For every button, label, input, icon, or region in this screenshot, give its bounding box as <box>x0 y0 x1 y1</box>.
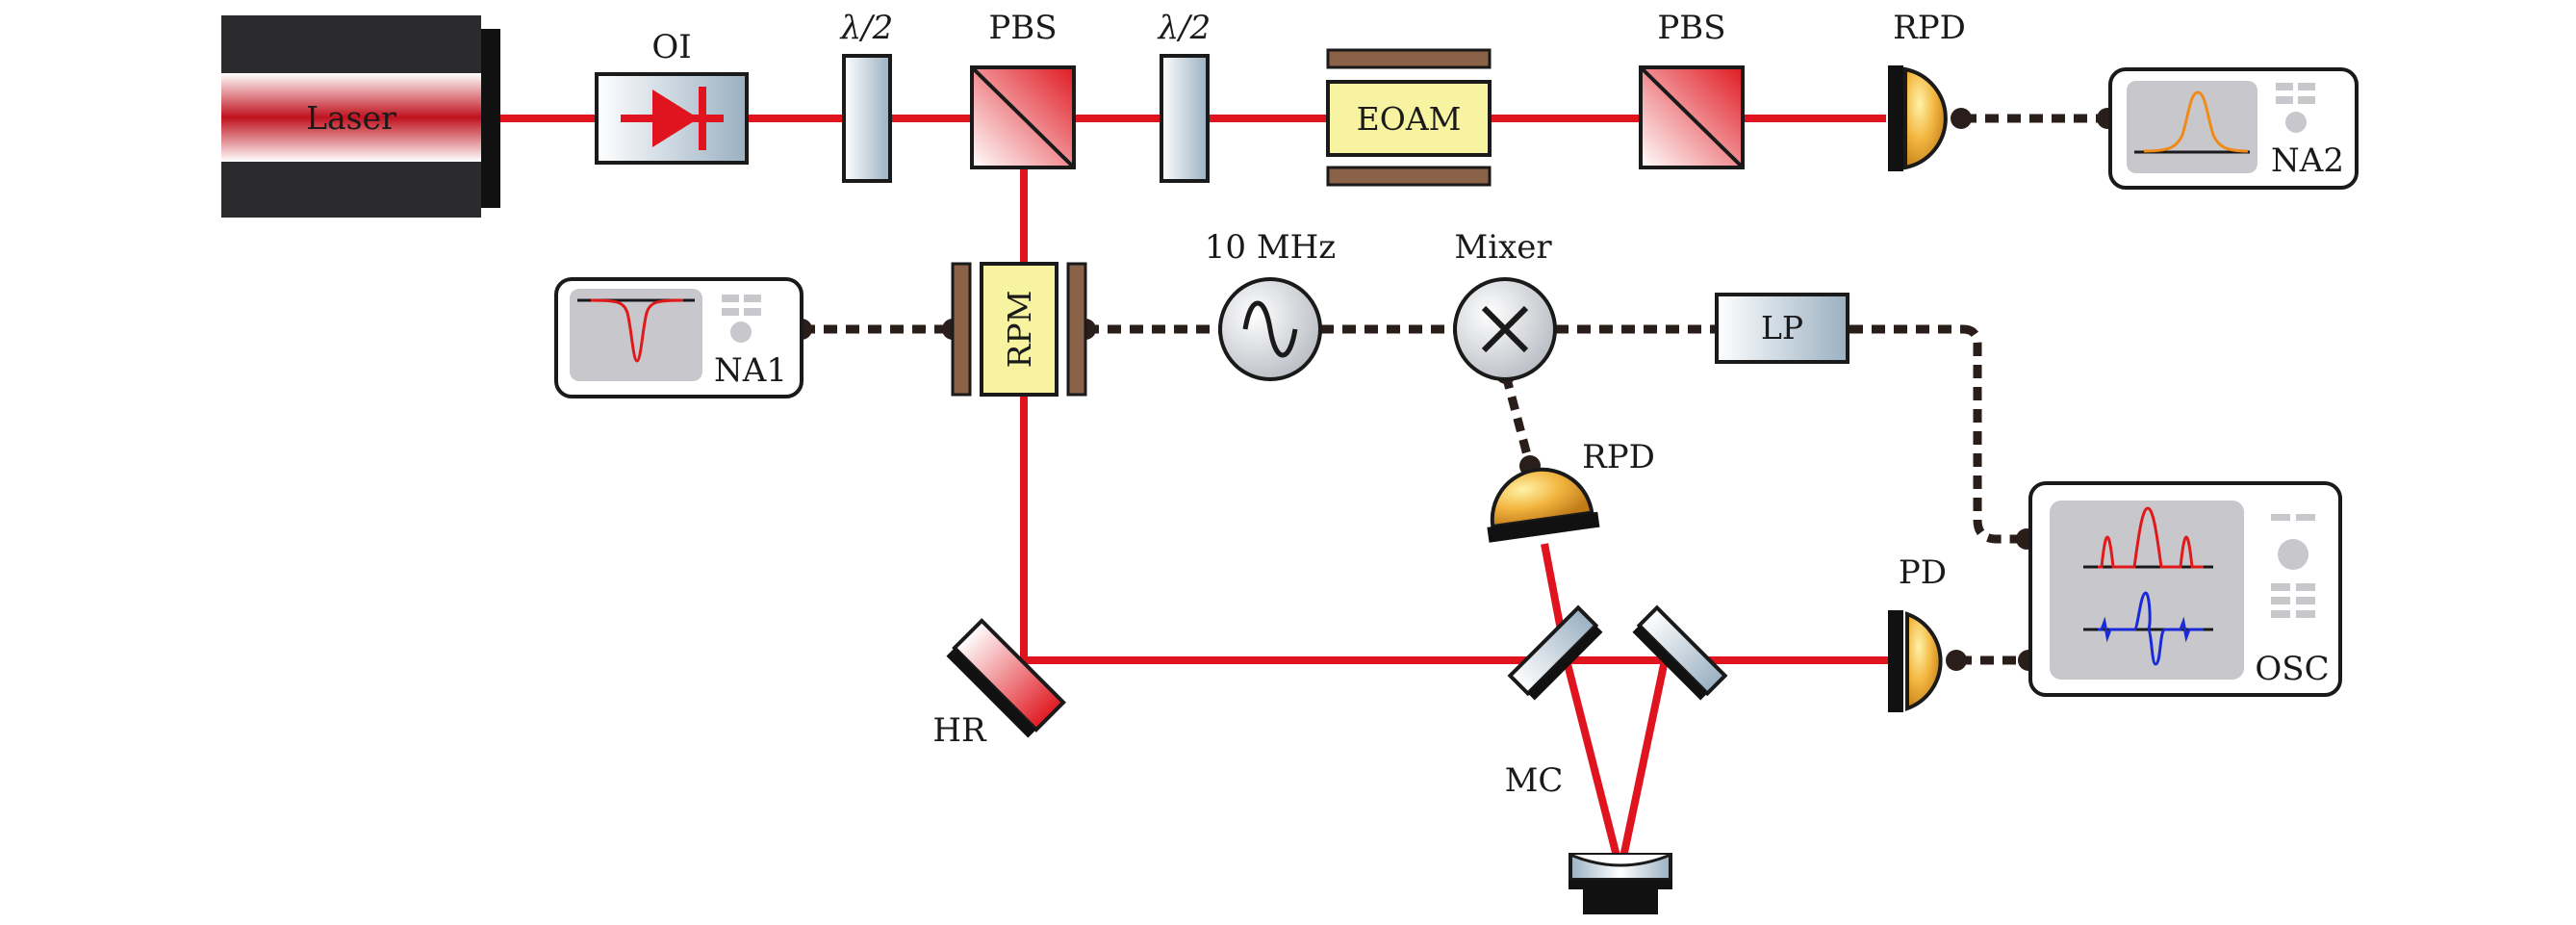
network-analyzer-2: NA2 <box>2108 67 2359 190</box>
na1-label: NA1 <box>714 351 787 390</box>
rf-mixer: Mixer <box>1453 228 1557 381</box>
mc-curved-mirror <box>1569 853 1672 914</box>
pd-label: PD <box>1899 553 1947 592</box>
pbs-2-label: PBS <box>1657 9 1725 47</box>
osc-transmission-trace <box>2098 506 2204 569</box>
high-reflector-mirror <box>946 618 1066 738</box>
resonant-phase-modulator: RPM <box>951 262 1087 397</box>
laser-source: Laser <box>221 15 500 218</box>
half-wave-plate-2: λ/2 <box>1157 9 1211 183</box>
mc-input-mirror <box>1507 604 1603 701</box>
oi-label: OI <box>651 28 691 66</box>
electro-optic-amplitude-modulator: EOAM <box>1326 48 1492 187</box>
resonant-photodetector-mid <box>1487 467 1600 543</box>
half-wave-plate-1: λ/2 <box>839 9 894 183</box>
low-pass-filter: LP <box>1715 293 1849 364</box>
laser-beam <box>491 115 1898 872</box>
oscilloscope: OSC <box>2028 481 2342 697</box>
na1-trace <box>590 298 684 363</box>
polarizing-beam-splitter-1: PBS <box>970 9 1076 169</box>
polarizing-beam-splitter-2: PBS <box>1639 9 1745 169</box>
rf-signal-generator: 10 MHz <box>1205 228 1336 381</box>
half-wave-plate-1-label: λ/2 <box>839 9 894 47</box>
mixer-label: Mixer <box>1454 228 1552 267</box>
rpd-mid-label: RPD <box>1582 438 1655 476</box>
mode-cleaner-cavity <box>1507 604 1728 914</box>
half-wave-plate-2-label: λ/2 <box>1157 9 1211 47</box>
hr-label: HR <box>932 711 987 750</box>
pbs-1-label: PBS <box>988 9 1057 47</box>
rpm-label: RPM <box>1001 291 1038 369</box>
optical-isolator: OI <box>595 28 749 165</box>
photodetector: PD <box>1888 553 1947 712</box>
oscillator-label: 10 MHz <box>1205 228 1336 267</box>
network-analyzer-1: NA1 <box>554 277 803 398</box>
na2-label: NA2 <box>2271 141 2344 180</box>
mc-label: MC <box>1505 761 1564 800</box>
osc-error-signal-trace <box>2098 591 2204 666</box>
eoam-label: EOAM <box>1357 100 1462 138</box>
lp-label: LP <box>1761 309 1803 347</box>
laser-label: Laser <box>306 99 396 137</box>
signal-cable <box>802 114 2107 665</box>
rpd-top-label: RPD <box>1893 9 1966 47</box>
resonant-photodetector-top: RPD <box>1888 9 1966 171</box>
mc-output-mirror <box>1632 604 1728 701</box>
sine-wave-icon <box>1242 300 1298 358</box>
na2-trace <box>2143 90 2249 153</box>
osc-label: OSC <box>2255 650 2329 688</box>
